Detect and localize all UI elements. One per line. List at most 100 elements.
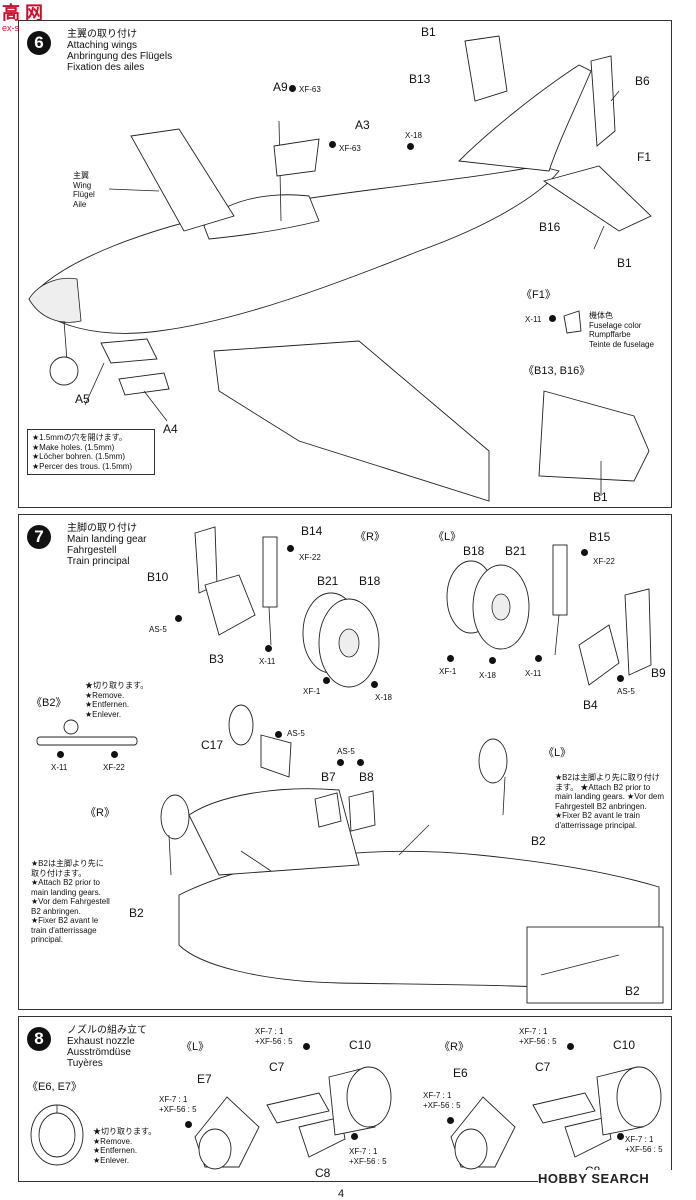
part-label-c17: C17: [201, 738, 224, 752]
part-label-b1-bottom: B1: [617, 256, 632, 270]
inset-b2-dot-xf22: [111, 751, 118, 758]
part-label-c7-l: C7: [269, 1060, 285, 1074]
inset-f1-paint: X-11: [525, 315, 542, 324]
part-label-b10: B10: [147, 570, 169, 584]
part-label-b15: B15: [589, 530, 611, 544]
part-label-a4: A4: [163, 422, 178, 436]
paint-label-as5-a: AS-5: [149, 625, 167, 634]
paint-dot-e6: [447, 1117, 454, 1124]
step8-number: 8: [27, 1027, 51, 1051]
paint-mix-c8-l: XF-7 : 1 +XF-56 : 5: [349, 1147, 387, 1166]
paint-label-as5-d: AS-5: [337, 747, 355, 756]
mark-r-step8: 《R》: [439, 1041, 469, 1053]
paint-mix-e6: XF-7 : 1 +XF-56 : 5: [423, 1091, 461, 1110]
inset-b2-cut: ★切り取ります。 ★Remove. ★Entfernen. ★Enlever.: [85, 681, 149, 719]
paint-dot-as5-a: [175, 615, 182, 622]
paint-dot-xf63-a: [289, 85, 296, 92]
inset-b2-xf22: XF-22: [103, 763, 125, 772]
step8-title: ノズルの組み立て Exhaust nozzle Ausströmdüse Tuy…: [67, 1025, 147, 1069]
paint-dot-as5-e: [357, 759, 364, 766]
inset-b13-part: B1: [593, 490, 608, 504]
inset-f1-title: 《F1》: [521, 289, 556, 301]
paint-dot-as5-d: [337, 759, 344, 766]
inset-f1-color-label: 機体色 Fuselage color Rumpffarbe Teinte de …: [589, 311, 654, 349]
paint-dot-c7-l: [303, 1043, 310, 1050]
hobby-search-brand: HOBBY SEARCH: [538, 1171, 650, 1186]
paint-label-as5-c: AS-5: [287, 729, 305, 738]
paint-label-x11-a: X-11: [259, 657, 276, 666]
paint-label-xf1-b: XF-1: [439, 667, 457, 676]
step7-drawing: [36, 526, 664, 1004]
inset-b2-title: 《B2》: [31, 697, 67, 709]
part-label-b18-l: B18: [463, 544, 485, 558]
paint-mix-c7-r: XF-7 : 1 +XF-56 : 5: [519, 1027, 557, 1046]
paint-dot-e7: [185, 1121, 192, 1128]
part-label-a3: A3: [355, 118, 370, 132]
part-label-b14: B14: [301, 524, 323, 538]
paint-dot-x11-b: [535, 655, 542, 662]
part-label-b2-right: B2: [531, 834, 546, 848]
paint-label-xf22-b: XF-22: [593, 557, 615, 566]
paint-dot-xf1-b: [447, 655, 454, 662]
step7-panel: 7 主脚の取り付け Main landing gear Fahrgestell …: [18, 514, 672, 1010]
mark-l-step8: 《L》: [181, 1041, 210, 1053]
inset-b2-x11: X-11: [51, 763, 68, 772]
inset-b13-title: 《B13, B16》: [523, 365, 591, 377]
part-label-e6: E6: [453, 1066, 468, 1080]
inset-e6-e7-title: 《E6, E7》: [27, 1081, 83, 1093]
page-number: 4: [338, 1188, 345, 1200]
inset-f1-paint-dot: [549, 315, 556, 322]
part-label-c10-r: C10: [613, 1038, 636, 1052]
paint-dot-c8-l: [351, 1133, 358, 1140]
part-label-b2-left: B2: [129, 906, 144, 920]
part-label-b8: B8: [359, 770, 374, 784]
step8-cut-note: ★切り取ります。 ★Remove. ★Entfernen. ★Enlever.: [93, 1127, 157, 1165]
paint-dot-x18: [407, 143, 414, 150]
mark-r2: 《R》: [85, 807, 115, 819]
paint-label-x18-a: X-18: [375, 693, 392, 702]
paint-label-as5-b: AS-5: [617, 687, 635, 696]
part-label-c7-r: C7: [535, 1060, 551, 1074]
part-label-a9: A9: [273, 80, 288, 94]
step6-title: 主翼の取り付け Attaching wings Anbringung des F…: [67, 29, 173, 73]
paint-dot-c8-r: [617, 1133, 624, 1140]
step6-number: 6: [27, 31, 51, 55]
paint-label-xf63-b: XF-63: [339, 144, 361, 153]
step7-number: 7: [27, 525, 51, 549]
part-label-c8-l: C8: [315, 1166, 331, 1180]
paint-dot-as5-c: [275, 731, 282, 738]
part-label-b2-inset: B2: [625, 984, 640, 998]
step7-title: 主脚の取り付け Main landing gear Fahrgestell Tr…: [67, 523, 147, 567]
part-label-b21-r: B21: [317, 574, 339, 588]
hobby-search-logo: HOBBY SEARCH: [538, 1170, 688, 1188]
part-label-b4: B4: [583, 698, 598, 712]
step8-drawing: [30, 1066, 662, 1170]
part-label-b16: B16: [539, 220, 561, 234]
mark-l2: 《L》: [543, 747, 572, 759]
step8-panel: 8 ノズルの組み立て Exhaust nozzle Ausströmdüse T…: [18, 1016, 672, 1182]
part-label-b21-l: B21: [505, 544, 527, 558]
paint-label-x18: X-18: [405, 131, 422, 140]
paint-dot-x18-b: [489, 657, 496, 664]
part-label-b9: B9: [651, 666, 666, 680]
paint-dot-xf63-b: [329, 141, 336, 148]
part-label-f1: F1: [637, 150, 652, 164]
part-label-a5: A5: [75, 392, 90, 406]
wing-label: 主翼 Wing Flügel Aile: [73, 171, 95, 209]
paint-mix-c8-r: XF-7 : 1 +XF-56 : 5: [625, 1135, 663, 1154]
paint-label-xf22-a: XF-22: [299, 553, 321, 562]
paint-label-x18-b: X-18: [479, 671, 496, 680]
paint-label-xf1-a: XF-1: [303, 687, 321, 696]
part-label-b6: B6: [635, 74, 650, 88]
paint-mix-e7: XF-7 : 1 +XF-56 : 5: [159, 1095, 197, 1114]
paint-dot-x18-a: [371, 681, 378, 688]
paint-dot-xf1-a: [323, 677, 330, 684]
mark-r: 《R》: [355, 531, 385, 543]
paint-dot-as5-b: [617, 675, 624, 682]
part-label-b13: B13: [409, 72, 431, 86]
paint-dot-c7-r: [567, 1043, 574, 1050]
part-label-c10-l: C10: [349, 1038, 372, 1052]
paint-dot-x11-a: [265, 645, 272, 652]
paint-dot-xf22-a: [287, 545, 294, 552]
paint-label-xf63-a: XF-63: [299, 85, 321, 94]
